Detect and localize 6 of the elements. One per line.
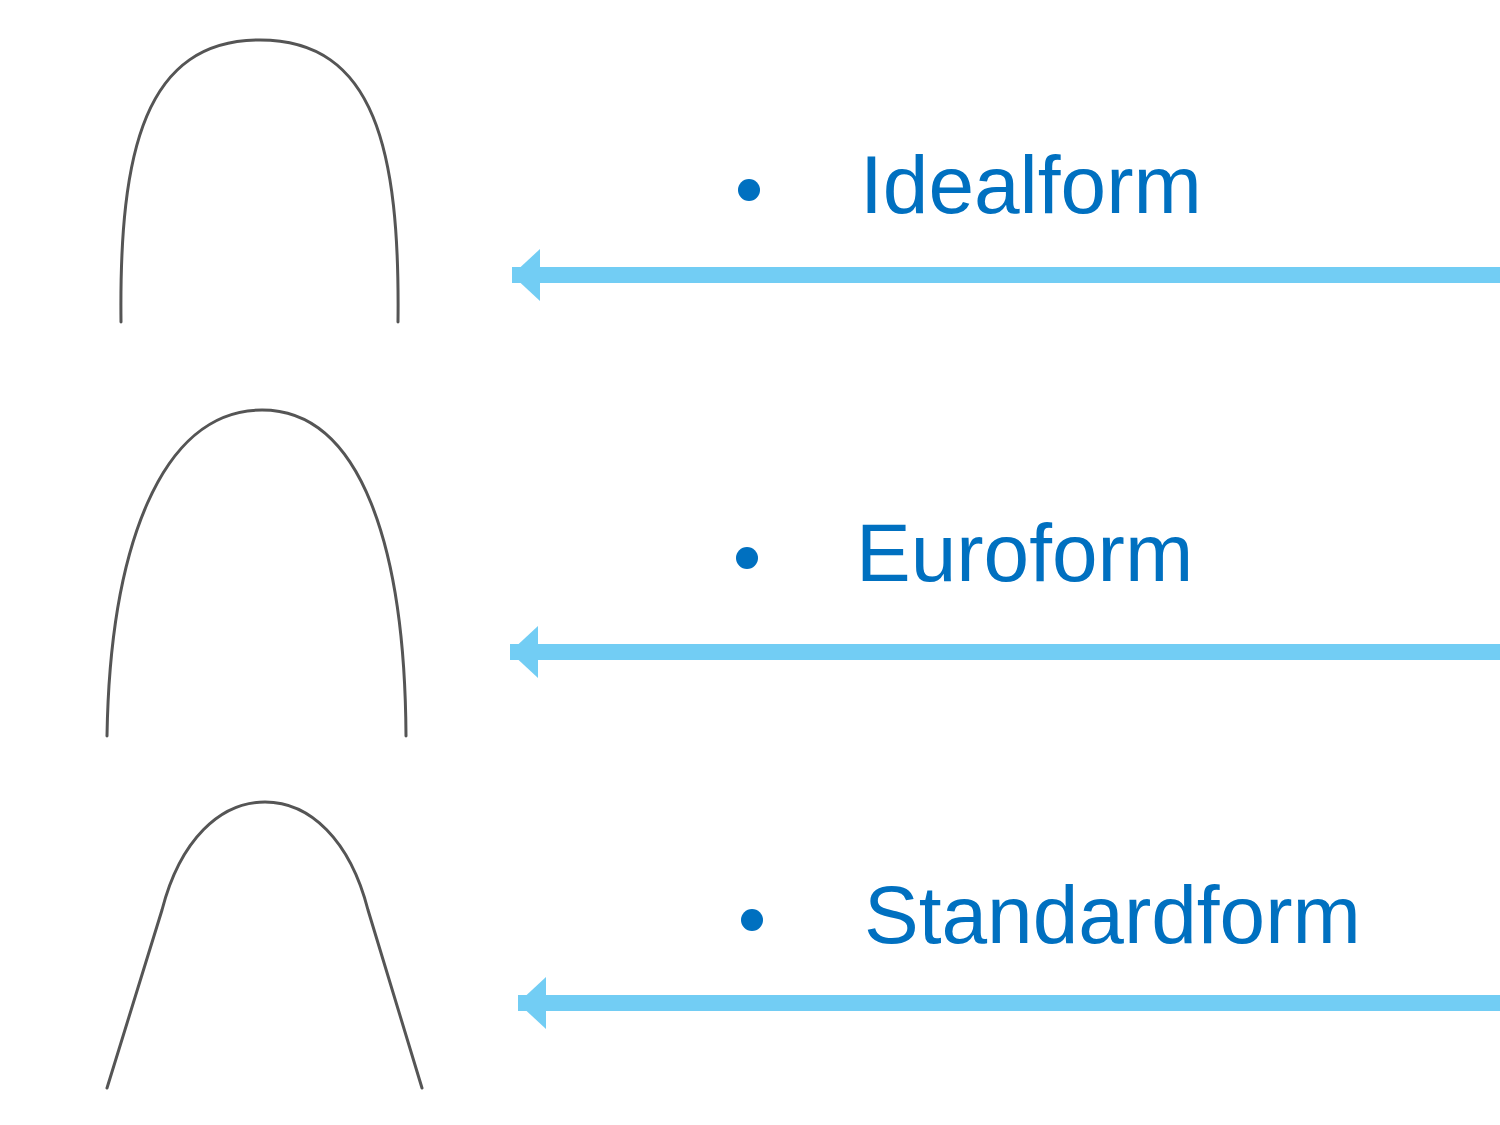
arrow [510, 626, 1500, 678]
form-label: Euroform [856, 512, 1194, 594]
arrow [512, 249, 1500, 301]
form-label: Standardform [864, 874, 1361, 956]
arrow [518, 977, 1500, 1029]
form-label: Idealform [860, 144, 1202, 226]
